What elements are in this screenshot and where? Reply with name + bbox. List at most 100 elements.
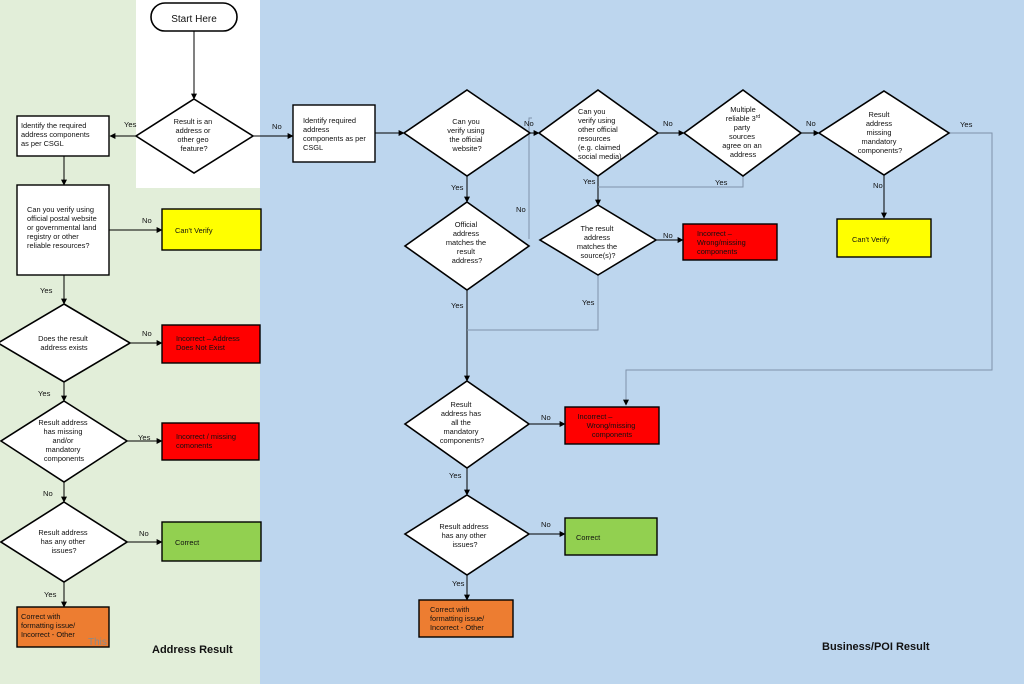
decision-verify-other-resources: Can you verify using other official reso… [537, 89, 660, 177]
node-text-line: has missing [43, 427, 82, 436]
node-text-line: components as per [303, 134, 366, 143]
node-text-line: resources [578, 134, 611, 143]
node-text-line: Result address [38, 418, 88, 427]
node-text-line: comonents [176, 441, 212, 450]
svg-text:Result is an address or: Result is an address or other geo featur… [174, 117, 215, 153]
svg-text:Result address has any o: Result address has any other issues? [38, 528, 89, 555]
node-text-line: Correct with [21, 612, 60, 621]
node-text-line: address exists [40, 343, 88, 352]
svg-text:Correct with formatting: Correct with formatting issue/ Incorrect… [21, 612, 77, 639]
process-identify-required-components: Identify required address components as … [292, 104, 376, 163]
edge-label: No [43, 489, 53, 498]
svg-text:Can you verify using: Can you verify using the official websit… [447, 117, 486, 153]
svg-text:Can you verify using: Can you verify using other official reso… [578, 107, 622, 161]
node-text-line: Identify the required [21, 121, 86, 130]
node-text-line: address [453, 229, 480, 238]
node-text-line: Incorrect - Other [430, 623, 484, 632]
edge-label: No [541, 413, 551, 422]
edge-label: Yes [38, 389, 51, 398]
edge-label: Yes [449, 471, 462, 480]
node-text-line: mandatory [862, 137, 897, 146]
node-text-line: Incorrect / missing [176, 432, 236, 441]
svg-text:Does the result address: Does the result address exists [38, 334, 90, 352]
node-label: Can't Verify [175, 226, 213, 235]
watermark-text: This [88, 637, 107, 648]
edge-label: No [873, 181, 883, 190]
edge-label: No [806, 119, 816, 128]
node-text-line: other geo [177, 135, 208, 144]
decision-missing-components: Result address has missing and/or mandat… [0, 400, 129, 483]
edge-label: Yes [452, 579, 465, 588]
node-text-line: verify using [447, 126, 484, 135]
decision-official-address-matches: Official address matches the result addr… [403, 201, 531, 291]
node-text-line: formatting issue/ [430, 614, 485, 623]
node-text-line: Can you [578, 107, 606, 116]
node-text-line: matches the [446, 238, 486, 247]
edge-label: Yes [124, 120, 137, 129]
svg-text:Multiple: Multiple [730, 105, 755, 114]
result-formatting-issue-business: Correct with formatting issue/ Incorrect… [418, 599, 514, 638]
result-cant-verify-business: Can't Verify [836, 218, 932, 258]
node-text-line: formatting issue/ [21, 621, 76, 630]
result-wrong-missing-components-2: Incorrect – Wrong/missing components [564, 406, 660, 445]
node-text-line: address [866, 119, 893, 128]
svg-text:Official address m: Official address matches the result addr… [446, 220, 488, 265]
node-text-line: agree on an [722, 141, 761, 150]
node-text-line: result [457, 247, 475, 256]
node-text-line: Incorrect – [578, 412, 614, 421]
node-text-line: address [730, 150, 757, 159]
edge-label: Yes [960, 120, 973, 129]
node-text-line: components [44, 454, 85, 463]
process-identify-address-components: Identify the required address components… [16, 115, 110, 157]
node-label: Correct [576, 533, 600, 542]
edge-label: Yes [715, 178, 728, 187]
svg-text:Result address mis: Result address missing mandatory compone… [858, 110, 902, 155]
node-text-line: the official [449, 135, 483, 144]
node-text-line: components [592, 430, 633, 439]
svg-text:The result address: The result address matches the source(s)… [577, 224, 619, 260]
node-text-line: as per CSGL [21, 139, 64, 148]
node-text-line: (e.g. claimed [578, 143, 620, 152]
svg-text:Identify required addres: Identify required address components as … [303, 116, 368, 152]
svg-text:Incorrect – Wrong/missin: Incorrect – Wrong/missing components [578, 412, 638, 439]
node-text-line: Result [868, 110, 889, 119]
edge-label: No [142, 216, 152, 225]
node-text-line: registry or other [27, 232, 79, 241]
routing-lines [467, 117, 993, 405]
svg-text:party sources agre: party sources agree on an address [722, 123, 764, 159]
edge-label: No [663, 231, 673, 240]
node-text-line: address [303, 125, 330, 134]
svg-text:Correct with formatting: Correct with formatting issue/ Incorrect… [430, 605, 486, 632]
business-connectors [253, 130, 887, 601]
address-connectors [61, 31, 197, 608]
svg-text:Incorrect – Address Does: Incorrect – Address Does Not Exist [176, 334, 242, 352]
decision-geo-feature: Result is an address or other geo featur… [134, 98, 255, 174]
svg-text:Can you verify using off: Can you verify using official postal web… [27, 205, 99, 250]
node-text-line: Can you verify using [27, 205, 94, 214]
edge-label: No [272, 122, 282, 131]
edge-label: No [139, 529, 149, 538]
node-text-line: CSGL [303, 143, 323, 152]
node-text-line: reliable 3 [726, 114, 756, 123]
edge-label: Yes [138, 433, 151, 442]
superscript: rd [756, 114, 761, 120]
node-text-line: address? [452, 256, 482, 265]
result-correct-address: Correct [161, 521, 262, 562]
node-text-line: address has [441, 409, 482, 418]
svg-text:Result address has: Result address has all the mandatory com… [440, 400, 484, 445]
node-text-line: components? [440, 436, 484, 445]
node-text-line: Incorrect – [697, 229, 733, 238]
svg-text:Result address has any o: Result address has any other issues? [439, 522, 490, 549]
edge-labels: Yes No No Yes No Yes Yes No No Yes No Ye… [38, 119, 973, 599]
node-text-line: has any other [41, 537, 86, 546]
decision-missing-mandatory-components: Result address missing mandatory compone… [817, 90, 951, 176]
business-poi-title: Business/POI Result [822, 641, 930, 653]
node-text-line: The result [581, 224, 614, 233]
svg-text:reliable 3rd: reliable 3rd [726, 114, 761, 123]
node-text-line: Incorrect - Other [21, 630, 75, 639]
node-text-line: Incorrect – Address [176, 334, 240, 343]
node-text-line: Result [450, 400, 471, 409]
node-text-line: address components [21, 130, 90, 139]
